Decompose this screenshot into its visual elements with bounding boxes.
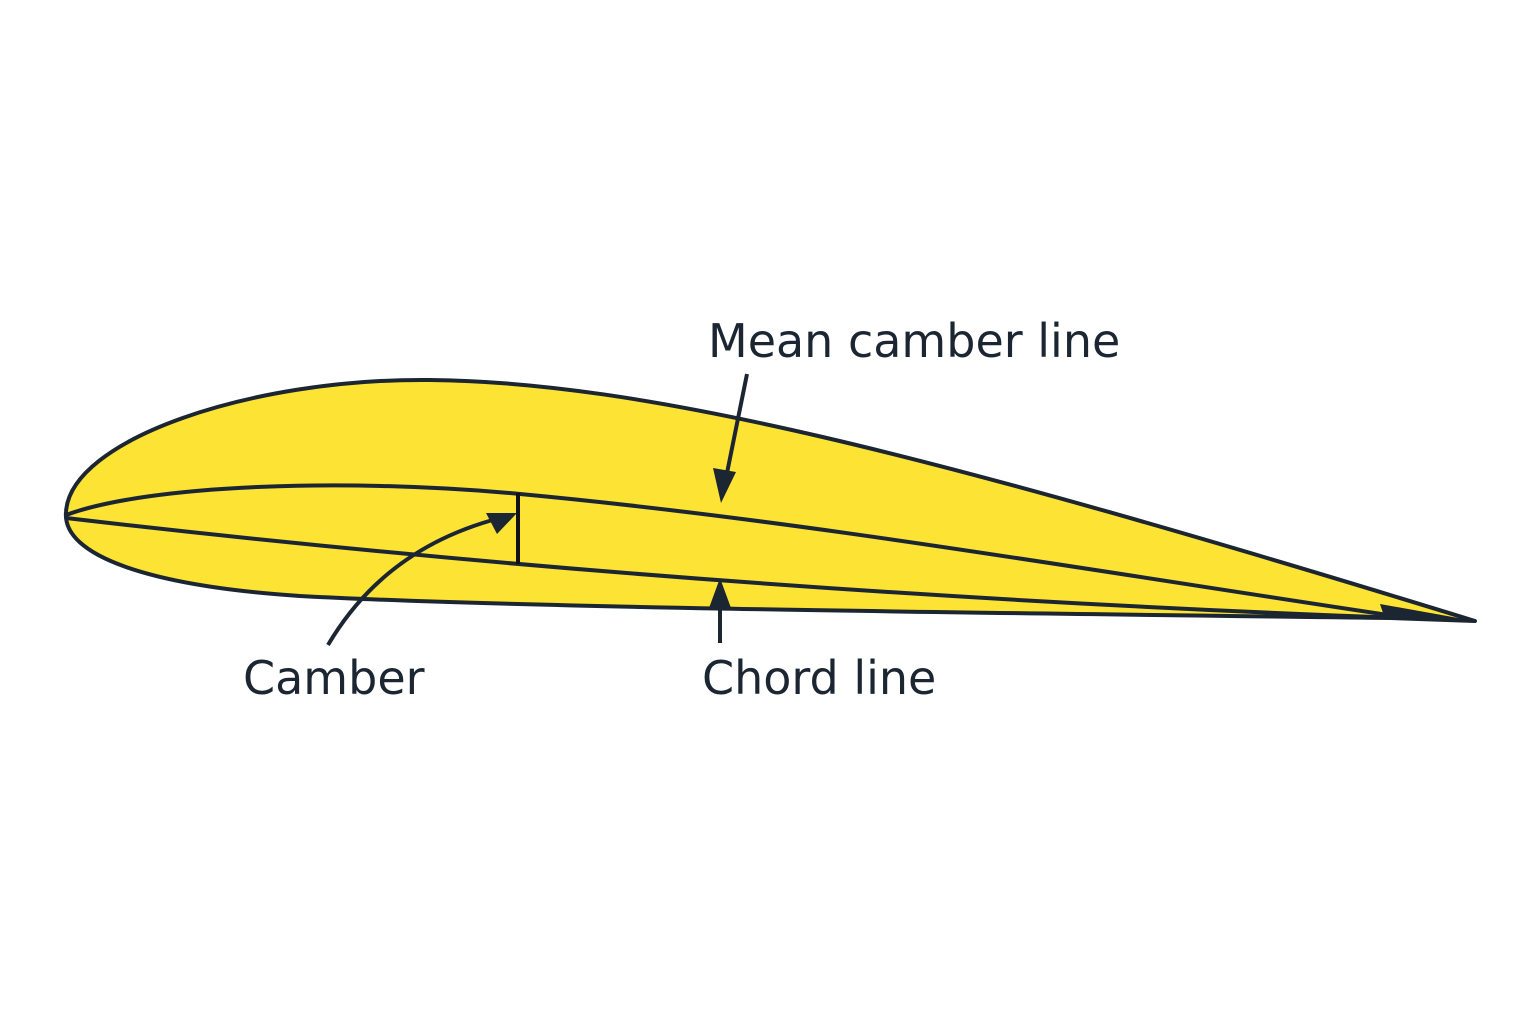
chord-line [65,516,1401,620]
chord-arrowhead [709,578,731,608]
camber-label: Camber [243,651,425,705]
chord-line-label: Chord line [702,651,936,705]
mean-camber-line [65,483,1396,618]
camber-arrowhead [486,513,517,534]
mean-camber-arrowhead [713,468,736,503]
airfoil-outline [63,377,1477,623]
mean-camber-arrow [724,373,749,479]
camber-arrow [326,516,501,647]
mean-camber-line-label: Mean camber line [708,314,1120,368]
trailing-edge [1380,604,1475,621]
